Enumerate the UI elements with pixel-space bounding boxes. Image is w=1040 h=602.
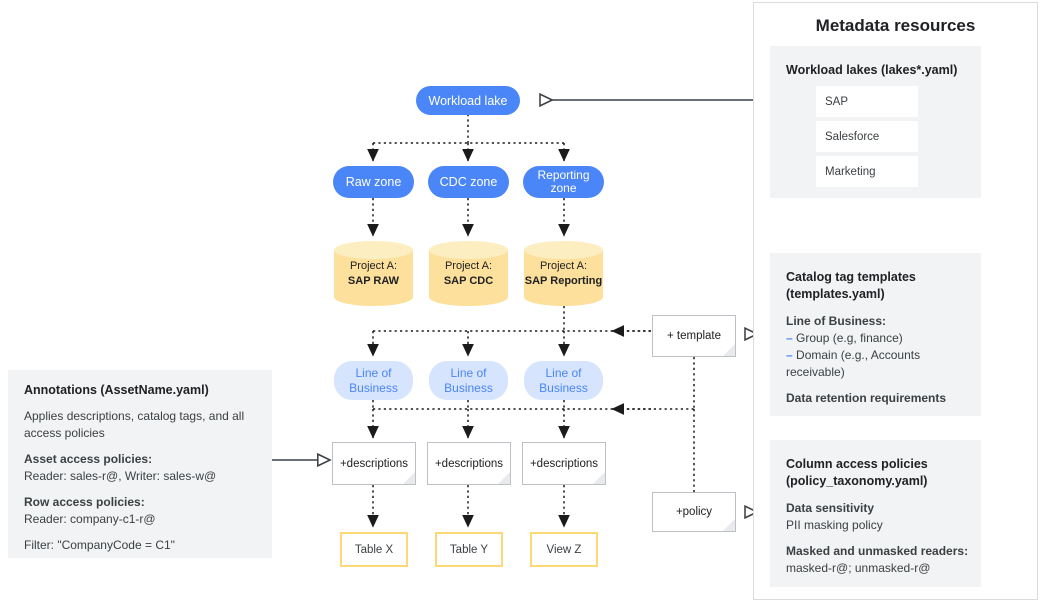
node-view-z-label: View Z — [546, 543, 582, 556]
node-line-of-business-3-label: Line of Business — [539, 366, 588, 395]
cylinder-top — [524, 241, 603, 259]
node-project-sap-reporting[interactable]: Project A: SAP Reporting — [524, 241, 603, 306]
note-template[interactable]: + template — [652, 315, 736, 357]
note-fold-icon — [723, 519, 735, 531]
node-table-y[interactable]: Table Y — [435, 532, 503, 567]
node-raw-zone-label: Raw zone — [345, 175, 402, 189]
catalog-tag-templates-block: Catalog tag templates (templates.yaml) L… — [770, 253, 981, 416]
node-raw-zone[interactable]: Raw zone — [333, 166, 414, 198]
project-line-2: SAP CDC — [443, 274, 494, 287]
project-line-2: SAP Reporting — [524, 274, 603, 287]
node-workload-lake-label: Workload lake — [428, 93, 508, 108]
lake-item-sap[interactable]: SAP — [816, 86, 918, 117]
policies-readers-label: Masked and unmasked readers: — [786, 543, 969, 558]
node-line-of-business-2[interactable]: Line of Business — [429, 361, 508, 400]
metadata-resources-title: Metadata resources — [815, 16, 976, 35]
spacer — [786, 304, 978, 313]
annotations-title: Annotations (AssetName.yaml) — [24, 383, 209, 397]
node-cdc-zone-label: CDC zone — [439, 175, 498, 189]
lake-item-sap-label: SAP — [825, 95, 849, 108]
note-fold-icon — [593, 472, 605, 484]
node-table-x-label: Table X — [354, 543, 394, 556]
node-reporting-zone[interactable]: Reporting zone — [523, 166, 604, 198]
bullet-dash-icon: – — [786, 347, 793, 362]
annotations-filter: Filter: "CompanyCode = C1" — [24, 538, 175, 553]
project-line-2: SAP RAW — [347, 274, 400, 287]
node-project-sap-cdc-label: Project A: SAP CDC — [429, 241, 508, 306]
templates-retention-label: Data retention requirements — [786, 390, 947, 405]
asset-access-policies-value: Reader: sales-r@, Writer: sales-w@ — [24, 469, 217, 484]
lake-item-marketing[interactable]: Marketing — [816, 156, 918, 187]
note-descriptions-1[interactable]: +descriptions — [332, 442, 416, 485]
lake-item-marketing-label: Marketing — [825, 165, 876, 178]
cylinder-top — [334, 241, 413, 259]
node-line-of-business-2-label: Line of Business — [444, 366, 493, 395]
policies-title-line1: Column access policies — [786, 457, 928, 471]
policies-title-line2: (policy_taxonomy.yaml) — [786, 474, 928, 489]
node-line-of-business-1-label: Line of Business — [349, 366, 398, 395]
node-project-sap-raw-label: Project A: SAP RAW — [334, 241, 413, 306]
lake-item-salesforce[interactable]: Salesforce — [816, 121, 918, 152]
note-descriptions-2-label: +descriptions — [434, 457, 504, 470]
spacer — [24, 528, 260, 537]
node-workload-lake[interactable]: Workload lake — [416, 86, 520, 115]
templates-title-line2: (templates.yaml) — [786, 287, 885, 302]
note-descriptions-2[interactable]: +descriptions — [427, 442, 511, 485]
node-line-of-business-1[interactable]: Line of Business — [334, 361, 413, 400]
node-table-y-label: Table Y — [449, 543, 489, 556]
row-access-policies-value: Reader: company-c1-r@ — [24, 512, 156, 527]
workload-lakes-title: Workload lakes (lakes*.yaml) — [786, 63, 958, 77]
node-table-x[interactable]: Table X — [340, 532, 408, 567]
row-access-policies-label: Row access policies: — [24, 495, 145, 510]
note-fold-icon — [498, 472, 510, 484]
annotations-panel: Annotations (AssetName.yaml) Applies des… — [8, 370, 272, 558]
cylinder-top — [429, 241, 508, 259]
templates-bullet-1: – Group (e.g, finance) — [786, 330, 978, 347]
bullet-dash-icon: – — [786, 330, 793, 345]
project-line-1: Project A: — [349, 259, 398, 272]
note-descriptions-3[interactable]: +descriptions — [522, 442, 606, 485]
spacer — [24, 485, 260, 494]
note-policy[interactable]: +policy — [652, 492, 736, 532]
project-line-1: Project A: — [444, 259, 493, 272]
spacer — [24, 399, 260, 408]
note-descriptions-3-label: +descriptions — [529, 457, 599, 470]
policies-sensitivity-value: PII masking policy — [786, 517, 883, 532]
spacer — [24, 442, 260, 451]
note-descriptions-1-label: +descriptions — [339, 457, 409, 470]
note-fold-icon — [723, 344, 735, 356]
note-fold-icon — [403, 472, 415, 484]
lake-item-salesforce-label: Salesforce — [825, 130, 880, 143]
node-view-z[interactable]: View Z — [530, 532, 598, 567]
note-policy-label: +policy — [675, 506, 713, 518]
project-line-1: Project A: — [539, 259, 588, 272]
templates-bullet-2: – Domain (e.g., Accounts receivable) — [786, 347, 978, 381]
templates-lob-label: Line of Business: — [786, 313, 887, 328]
asset-access-policies-label: Asset access policies: — [24, 452, 153, 467]
node-project-sap-reporting-label: Project A: SAP Reporting — [524, 241, 603, 306]
templates-bullet-1-label: Group (e.g, finance) — [796, 330, 903, 345]
spacer — [786, 491, 978, 500]
node-project-sap-cdc[interactable]: Project A: SAP CDC — [429, 241, 508, 306]
node-line-of-business-3[interactable]: Line of Business — [524, 361, 603, 400]
policies-readers-value: masked-r@; unmasked-r@ — [786, 560, 931, 575]
annotations-intro: Applies descriptions, catalog tags, and … — [24, 409, 245, 441]
spacer — [786, 381, 978, 390]
templates-title-line1: Catalog tag templates — [786, 270, 916, 284]
policies-sensitivity-label: Data sensitivity — [786, 500, 875, 515]
column-access-policies-block: Column access policies (policy_taxonomy.… — [770, 440, 981, 587]
note-template-label: + template — [666, 330, 722, 342]
node-reporting-zone-label: Reporting zone — [537, 167, 590, 195]
spacer — [786, 534, 978, 543]
templates-bullet-2-label: Domain (e.g., Accounts receivable) — [786, 347, 921, 379]
node-project-sap-raw[interactable]: Project A: SAP RAW — [334, 241, 413, 306]
node-cdc-zone[interactable]: CDC zone — [428, 166, 509, 198]
